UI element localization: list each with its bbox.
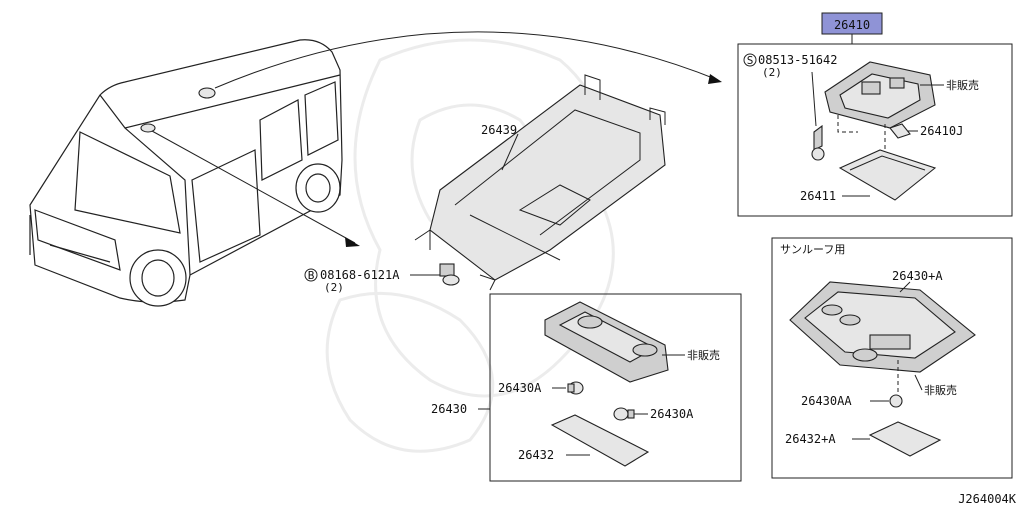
vehicle-illustration — [29, 39, 343, 307]
lens-26432-plus-a — [868, 421, 942, 457]
label-bulb-26410j: 26410J — [920, 124, 963, 138]
arrow-to-map-lamp — [214, 31, 719, 89]
screw-marker-s: S — [747, 54, 754, 67]
label-bulb-26430a-right: 26430A — [650, 407, 694, 421]
label-not-for-sale-top: 非販売 — [946, 79, 979, 92]
lens-26411 — [838, 149, 937, 201]
bulb-26430aa — [889, 394, 903, 408]
bulb-26430a-left — [567, 381, 584, 395]
lens-26432 — [550, 414, 650, 467]
label-lamp-26430: 26430 — [431, 402, 467, 416]
map-lamp-box — [737, 43, 1013, 217]
label-bolt-08168-qty: (2) — [324, 281, 344, 294]
screw-marker-circle — [743, 53, 757, 67]
bulb-26410j — [889, 123, 911, 139]
screw-08513 — [811, 124, 825, 161]
arrow-to-bracket — [151, 130, 356, 244]
bulb-26430a-right — [613, 407, 635, 421]
roof-lamp-marker-front — [140, 123, 156, 133]
label-screw-08513: 08513-51642 — [758, 53, 837, 67]
label-lens-26432-plus-a: 26432+A — [785, 432, 836, 446]
sunroof-lamp-box — [771, 237, 1013, 479]
diagram-code: J264004K — [958, 492, 1017, 506]
map-lamp-housing — [824, 61, 936, 129]
label-bolt-08168: 08168-6121A — [320, 268, 400, 282]
label-not-for-sale-mid: 非販売 — [687, 349, 720, 362]
sunroof-lamp-housing-26430a — [789, 281, 976, 373]
roof-lamp-marker-rear — [198, 87, 216, 99]
part-number-header: 26410 — [834, 18, 870, 32]
arrow-head-map-lamp — [708, 74, 722, 84]
room-lamp-box — [489, 293, 742, 482]
label-bulb-26430a-left: 26430A — [498, 381, 542, 395]
bolt-08168 — [439, 263, 460, 286]
label-not-for-sale-right: 非販売 — [924, 384, 957, 397]
bracket-26439 — [414, 74, 666, 291]
bolt-marker-circle — [304, 268, 318, 282]
bolt-marker-b: B — [308, 269, 315, 282]
label-screw-08513-qty: (2) — [762, 66, 782, 79]
label-sunroof-title: サンルーフ用 — [780, 243, 845, 256]
label-bulb-26430aa: 26430AA — [801, 394, 852, 408]
room-lamp-housing-26430 — [544, 301, 669, 383]
label-lens-26411: 26411 — [800, 189, 836, 203]
label-bracket-26439: 26439 — [481, 123, 517, 137]
label-lens-26432: 26432 — [518, 448, 554, 462]
label-lamp-26430-plus-a: 26430+A — [892, 269, 943, 283]
arrow-head-bracket — [345, 237, 360, 247]
